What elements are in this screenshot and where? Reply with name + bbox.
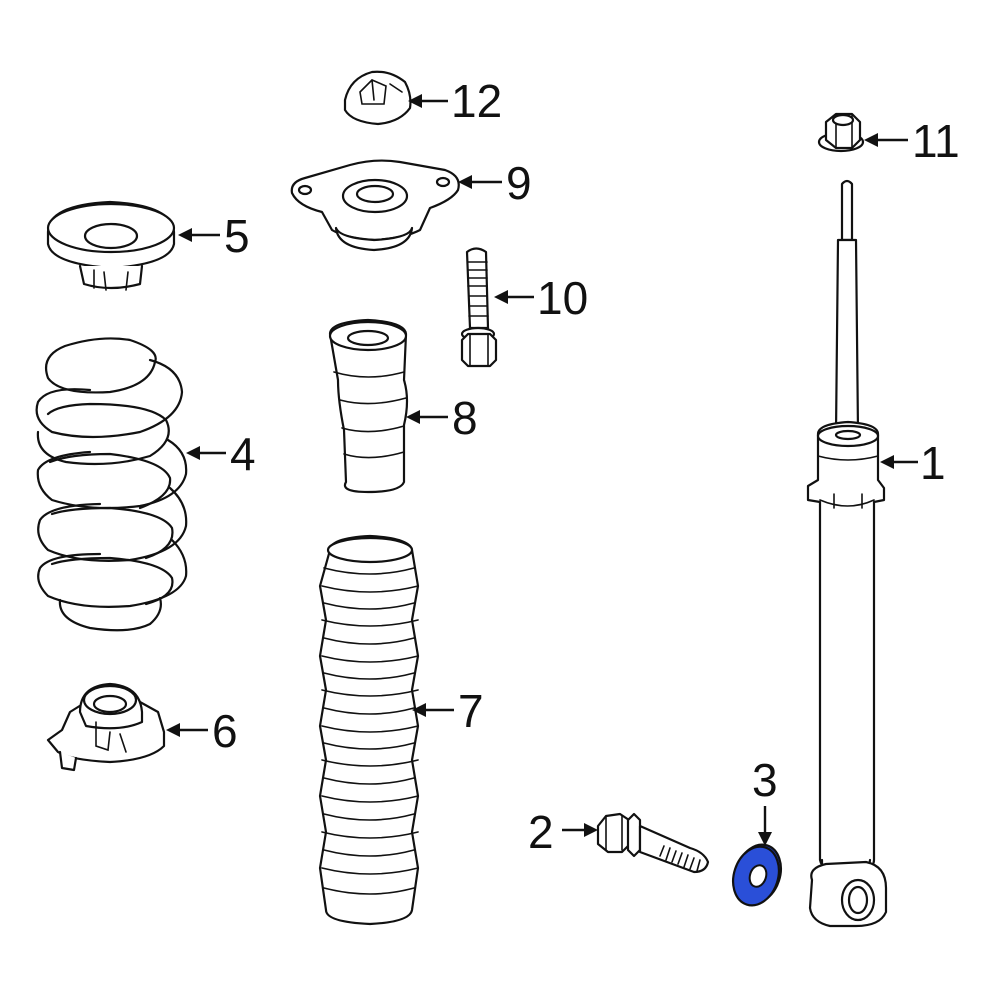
callout-label-12: 12 — [451, 75, 502, 127]
callout-label-3: 3 — [752, 754, 778, 806]
callout-label-1: 1 — [920, 437, 946, 489]
part-3-washer[interactable] — [726, 839, 788, 912]
part-6-lower-spring-seat[interactable] — [46, 682, 166, 772]
part-7-dust-boot[interactable] — [318, 534, 420, 926]
callout-12: 12 — [408, 75, 502, 127]
callout-4: 4 — [186, 428, 256, 480]
callout-10: 10 — [494, 272, 588, 324]
part-11-nut[interactable] — [817, 112, 865, 153]
callout-label-11: 11 — [912, 115, 960, 167]
callout-1: 1 — [880, 437, 946, 489]
part-10-bolt[interactable] — [460, 247, 498, 368]
callout-label-2: 2 — [528, 806, 554, 858]
part-8-bump-stop[interactable] — [328, 318, 409, 494]
callout-3: 3 — [752, 754, 778, 846]
callout-11: 11 — [864, 115, 960, 167]
part-9-upper-mount[interactable] — [290, 159, 460, 252]
part-5-upper-spring-seat[interactable] — [46, 200, 176, 291]
part-2-lower-bolt[interactable] — [596, 812, 710, 874]
callout-label-8: 8 — [452, 392, 478, 444]
callout-6: 6 — [166, 705, 238, 757]
callout-label-4: 4 — [230, 428, 256, 480]
callout-8: 8 — [406, 392, 478, 444]
callout-7: 7 — [412, 685, 484, 737]
part-1-shock-absorber[interactable] — [806, 179, 888, 928]
callout-9: 9 — [458, 157, 532, 209]
callout-label-6: 6 — [212, 705, 238, 757]
callout-label-7: 7 — [458, 685, 484, 737]
part-12-dust-cap[interactable] — [343, 70, 412, 126]
part-4-coil-spring[interactable] — [35, 337, 188, 632]
callout-label-10: 10 — [537, 272, 588, 324]
callout-5: 5 — [178, 210, 250, 262]
callout-label-5: 5 — [224, 210, 250, 262]
callout-2: 2 — [528, 806, 598, 858]
callout-label-9: 9 — [506, 157, 532, 209]
